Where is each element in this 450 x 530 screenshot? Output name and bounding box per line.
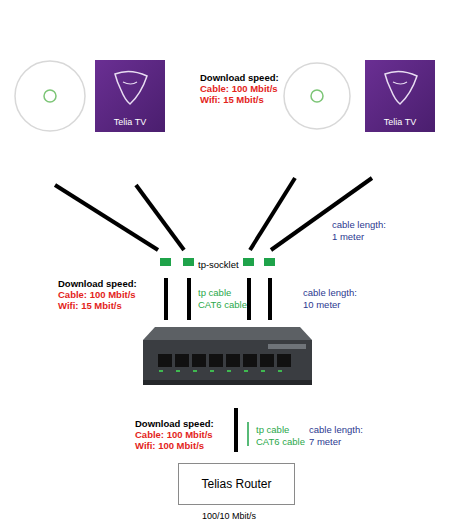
annotation: CAT6 cable (256, 436, 305, 447)
annotation: tp-socklet (198, 259, 239, 270)
socklet (183, 258, 194, 266)
switch-cables (166, 278, 270, 320)
annotation: Cable: 100 Mbit/s (58, 289, 136, 300)
annotation: Download speed: (200, 72, 279, 83)
switch-front (143, 340, 312, 382)
port-leds (159, 370, 282, 372)
annotation: CAT6 cable (198, 299, 247, 310)
access-point (15, 61, 85, 131)
network-switch (143, 327, 312, 385)
port (277, 354, 291, 367)
annotation: 100/10 Mbit/s (202, 511, 256, 522)
cable (247, 278, 251, 320)
cable (271, 178, 372, 250)
port (175, 354, 189, 367)
switch-ports (158, 354, 291, 367)
annotation: 10 meter (303, 299, 341, 310)
logo-shape (385, 71, 417, 104)
annotation: 7 meter (309, 436, 341, 447)
port (192, 354, 206, 367)
socklet (243, 258, 254, 266)
port (243, 354, 257, 367)
switch-top (143, 327, 312, 340)
led (227, 370, 231, 372)
tv-box: Telia TV (95, 60, 165, 132)
device-cables (55, 178, 372, 250)
annotation: Wifi: 100 Mbit/s (135, 440, 204, 451)
led (159, 370, 163, 372)
port (209, 354, 223, 367)
annotation: tp cable (198, 287, 231, 298)
tv-box: Telia TV (365, 60, 435, 132)
led (176, 370, 180, 372)
annotation: Cable: 100 Mbit/s (200, 83, 278, 94)
led (261, 370, 265, 372)
cable (136, 185, 184, 250)
annotation: cable length: (332, 219, 386, 230)
led (193, 370, 197, 372)
annotation: Cable: 100 Mbit/s (135, 429, 213, 440)
cable (187, 278, 191, 320)
annotation: Download speed: (58, 278, 137, 289)
router-label: Telias Router (201, 477, 271, 491)
led (278, 370, 282, 372)
logo-shape (123, 82, 137, 84)
led (210, 370, 214, 372)
access-point-body (15, 61, 85, 131)
socklet (264, 258, 275, 266)
logo-shape (393, 82, 407, 84)
annotation: Download speed: (135, 418, 214, 429)
port (226, 354, 240, 367)
logo-shape (115, 71, 147, 104)
cable (268, 278, 272, 320)
port (158, 354, 172, 367)
access-point-body (284, 63, 350, 129)
router-box: Telias Router (178, 463, 295, 505)
led (244, 370, 248, 372)
access-point-led (44, 90, 56, 102)
switch-logo (268, 344, 306, 349)
tv-label: Telia TV (365, 117, 435, 127)
access-point (284, 63, 350, 129)
annotation: cable length: (303, 287, 357, 298)
cable-marker (247, 422, 249, 446)
annotation: Wifi: 15 Mbit/s (200, 94, 264, 105)
port (260, 354, 274, 367)
tv-label: Telia TV (95, 117, 165, 127)
cable (164, 278, 168, 320)
access-point-led (311, 90, 323, 102)
annotation: tp cable (256, 424, 289, 435)
socklet (160, 258, 171, 266)
annotation: Wifi: 15 Mbit/s (58, 300, 122, 311)
annotation: cable length: (309, 424, 363, 435)
cable (234, 408, 238, 452)
switch-base (143, 380, 312, 385)
annotation: 1 meter (332, 231, 364, 242)
